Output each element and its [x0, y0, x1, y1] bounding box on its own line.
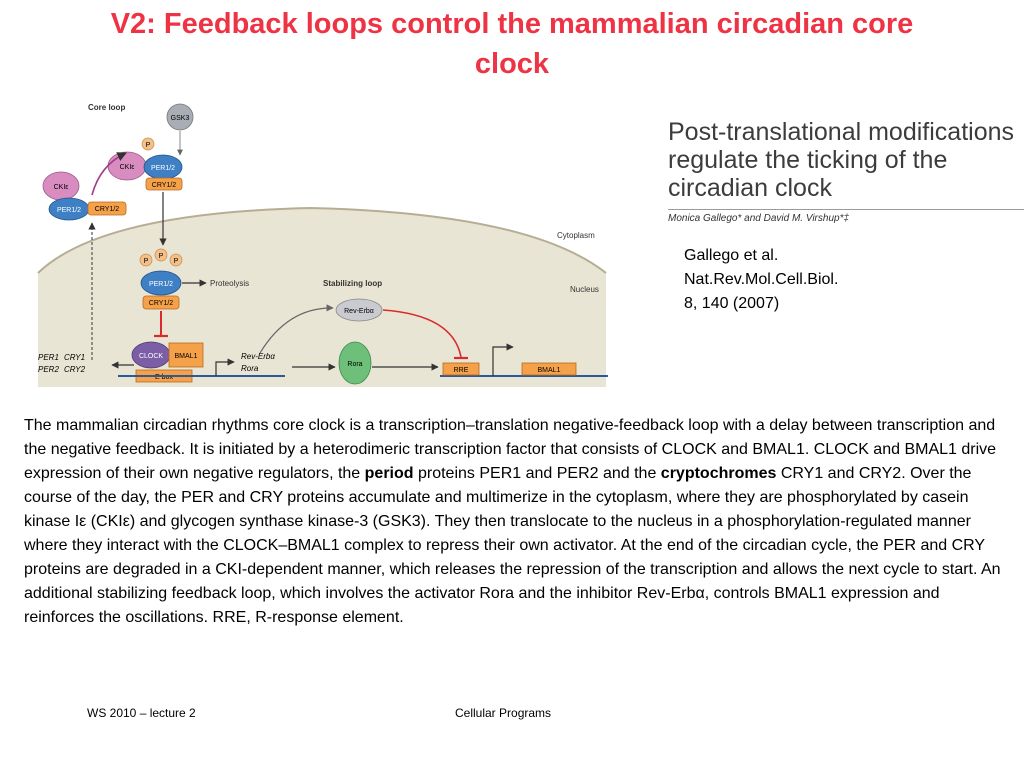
cry12-node — [145, 177, 183, 191]
circadian-clock-diagram: Core loop Cytoplasm Nucleus GSK3 CKIε P … — [37, 103, 608, 387]
footer-center: Cellular Programs — [455, 706, 552, 720]
bmal1-label: BMAL1 — [175, 353, 198, 360]
phospho-node — [141, 137, 155, 151]
per12-label-2: PER1/2 — [57, 207, 81, 214]
paper-title: Post-translational modifications regulat… — [668, 118, 1024, 202]
rev-erba-arrow — [259, 304, 334, 354]
per12-label-3: PER1/2 — [149, 281, 173, 288]
body-bold-period: period — [364, 465, 414, 482]
citation: Gallego et al. Nat.Rev.Mol.Cell.Biol. 8,… — [684, 244, 838, 316]
bmal1-gene-label: BMAL1 — [538, 367, 561, 374]
phospho-node-2 — [139, 253, 153, 267]
nuclear-membrane — [37, 206, 607, 274]
gsk3-node — [166, 103, 194, 131]
body-bold-cryptochromes: cryptochromes — [660, 465, 777, 482]
body-text-part-1: The mammalian circadian rhythms core clo… — [24, 417, 997, 482]
cytoplasm-label: Cytoplasm — [557, 231, 595, 240]
cry12-node-3 — [142, 295, 180, 310]
phospho-label-2: P — [144, 258, 149, 265]
rev-erba-inhibition-line — [382, 309, 462, 358]
paper-authors: Monica Gallego* and David M. Virshup*‡ — [668, 213, 850, 224]
bmal1-transcription-arrow — [492, 343, 514, 376]
cry12-label-2: CRY1/2 — [95, 206, 119, 213]
rev-erba-gene: Rev-Erbα — [241, 352, 275, 361]
citation-line-1: Gallego et al. — [684, 247, 779, 264]
core-loop-label: Core loop — [88, 103, 125, 112]
phospho-label-4: P — [174, 258, 179, 265]
body-paragraph: The mammalian circadian rhythms core clo… — [24, 414, 1014, 630]
rora-label: Rora — [347, 361, 362, 368]
footer-left: WS 2010 – lecture 2 — [87, 706, 196, 720]
phospho-node-4 — [169, 253, 183, 267]
phospho-label-3: P — [159, 253, 164, 260]
rora-gene: Rora — [241, 364, 259, 373]
rev-erba-node — [335, 298, 383, 322]
transcription-arrow — [215, 358, 235, 376]
slide-title: V2: Feedback loops control the mammalian… — [20, 4, 1004, 84]
gsk3-label: GSK3 — [171, 115, 190, 122]
stabilizing-loop-label: Stabilizing loop — [323, 279, 382, 288]
nucleus-region — [38, 208, 606, 387]
cycle-arrow — [91, 152, 127, 196]
cry12-label: CRY1/2 — [152, 182, 176, 189]
ckie-label-2: CKIε — [54, 184, 69, 191]
citation-line-2: Nat.Rev.Mol.Cell.Biol. — [684, 271, 839, 288]
rre-node — [442, 362, 480, 376]
cry1-gene: CRY1 — [64, 353, 85, 362]
bmal1-node — [168, 342, 204, 368]
rora-node — [338, 341, 372, 385]
citation-line-3: 8, 140 (2007) — [684, 295, 780, 312]
cry2-gene: CRY2 — [64, 365, 86, 374]
slide-title-line-2: clock — [474, 48, 550, 80]
clock-label: CLOCK — [139, 353, 163, 360]
ckie-label: CKIε — [120, 164, 135, 171]
cry12-node-2 — [87, 201, 127, 216]
phospho-label: P — [146, 142, 151, 149]
proteolysis-label: Proteolysis — [210, 279, 249, 288]
paper-title-line-2: regulate the ticking of the — [668, 146, 948, 174]
body-text-part-2: proteins PER1 and PER2 and the — [413, 465, 661, 482]
paper-title-line-1: Post-translational modifications — [668, 118, 1014, 146]
per2-gene: PER2 — [38, 365, 59, 374]
paper-title-line-3: circadian clock — [668, 174, 832, 202]
nucleus-label: Nucleus — [570, 285, 599, 294]
ebox-label: E box — [155, 374, 173, 381]
cry12-label-3: CRY1/2 — [149, 300, 173, 307]
rev-erba-label: Rev-Erbα — [344, 308, 374, 315]
slide-title-line-1: V2: Feedback loops control the mammalian… — [110, 8, 914, 40]
paper-title-rule — [668, 209, 1024, 210]
per12-label: PER1/2 — [151, 165, 175, 172]
per12-node-3 — [140, 270, 182, 296]
rre-label: RRE — [454, 367, 469, 374]
per1-gene: PER1 — [38, 353, 59, 362]
phospho-node-3 — [154, 248, 168, 262]
bmal1-gene-node — [521, 362, 577, 376]
body-text-part-3: CRY1 and CRY2. Over the course of the da… — [24, 465, 1001, 626]
